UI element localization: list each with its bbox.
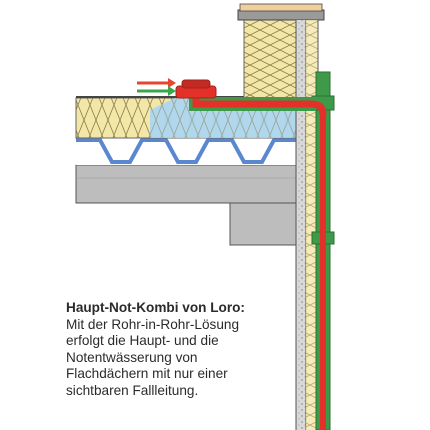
flow-arrows — [137, 78, 176, 96]
roof-drain — [175, 79, 217, 99]
caption-line-1: Mit der Rohr-in-Rohr-Lösung — [66, 316, 240, 332]
caption-line-3: Notentwässerung von — [66, 349, 198, 365]
trapezoidal-steel-deck — [76, 138, 298, 165]
inner-pipe-red — [192, 92, 327, 430]
caption-line-4: Flachdächern mit nur einer — [66, 366, 228, 382]
facade-wall — [295, 20, 319, 430]
parapet-wall — [237, 3, 325, 99]
concrete-slab — [75, 164, 307, 246]
caption-line-5: sichtbaren Fallleitung. — [66, 382, 199, 398]
caption: Haupt-Not-Kombi von Loro: Mit der Rohr-i… — [66, 300, 276, 400]
caption-title: Haupt-Not-Kombi von Loro: — [66, 300, 245, 315]
caption-line-2: erfolgt die Haupt- und die — [66, 333, 219, 349]
